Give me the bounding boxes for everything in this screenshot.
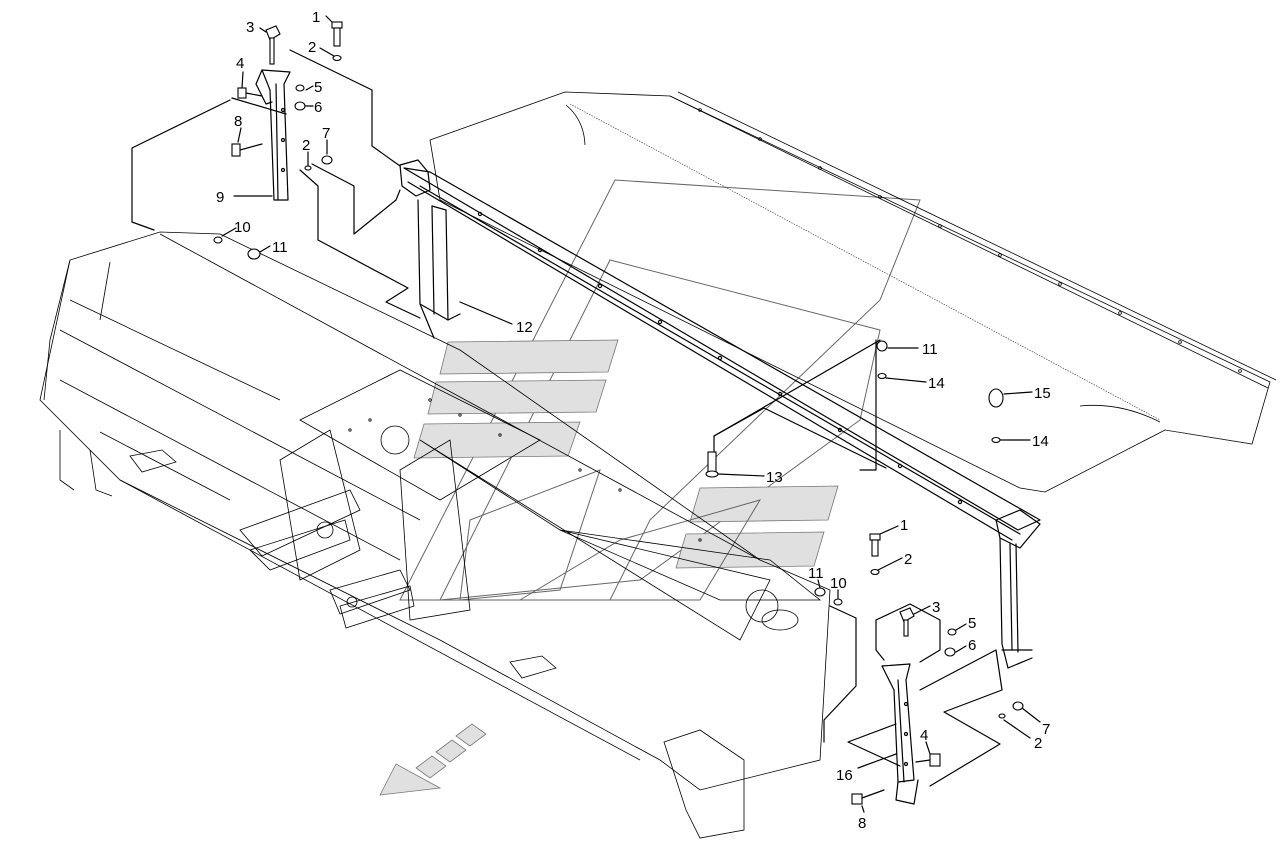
watermark-logo — [399, 179, 921, 601]
callout-7-lower: 7 — [1042, 721, 1050, 738]
callout-4-lower: 4 — [920, 727, 928, 744]
support-post-right — [995, 509, 1041, 669]
support-post-left — [399, 159, 461, 339]
leader-lines — [221, 15, 1041, 813]
callout-12: 12 — [516, 319, 533, 336]
callout-6-upper: 6 — [314, 99, 322, 116]
callout-1-upper: 1 — [312, 9, 320, 26]
callout-9: 9 — [216, 189, 224, 206]
callout-3-lower: 3 — [932, 599, 940, 616]
callout-4-upper: 4 — [236, 55, 244, 72]
callout-1-lower: 1 — [900, 517, 908, 534]
callout-16: 16 — [836, 767, 853, 784]
callout-8-lower: 8 — [858, 815, 866, 832]
callout-2-middle: 2 — [302, 137, 310, 154]
callout-6-lower: 6 — [968, 637, 976, 654]
callout-11-lower: 11 — [808, 565, 824, 582]
callout-3-upper: 3 — [246, 19, 254, 36]
callout-15: 15 — [1034, 385, 1051, 402]
machine-housing — [39, 231, 831, 839]
callout-11-upper: 11 — [272, 239, 288, 256]
callout-labels: 1 2 3 4 5 6 8 2 7 9 10 11 12 11 14 15 14… — [216, 9, 1051, 832]
callout-10-upper: 10 — [234, 219, 251, 236]
bracket-right — [881, 663, 919, 805]
callout-2-lower: 2 — [904, 551, 912, 568]
callout-14-right: 14 — [928, 375, 945, 392]
callout-14-far-right: 14 — [1032, 433, 1049, 450]
rear-cover-panel — [429, 91, 1277, 493]
callout-5-lower: 5 — [968, 615, 976, 632]
callout-2-lower-right: 2 — [1034, 735, 1042, 752]
callout-8-upper: 8 — [234, 113, 242, 130]
callout-7-upper: 7 — [322, 125, 330, 142]
callout-10-lower: 10 — [830, 575, 847, 592]
assembly-outlines — [131, 49, 1003, 787]
bracket-left — [255, 69, 291, 201]
guide-rail — [403, 167, 1041, 541]
callout-5-upper: 5 — [314, 79, 322, 96]
callout-2-upper: 2 — [308, 39, 316, 56]
callout-11-right: 11 — [922, 341, 938, 358]
callout-13: 13 — [766, 469, 783, 486]
travel-direction-arrow-icon — [379, 723, 487, 796]
fasteners — [213, 21, 1024, 805]
